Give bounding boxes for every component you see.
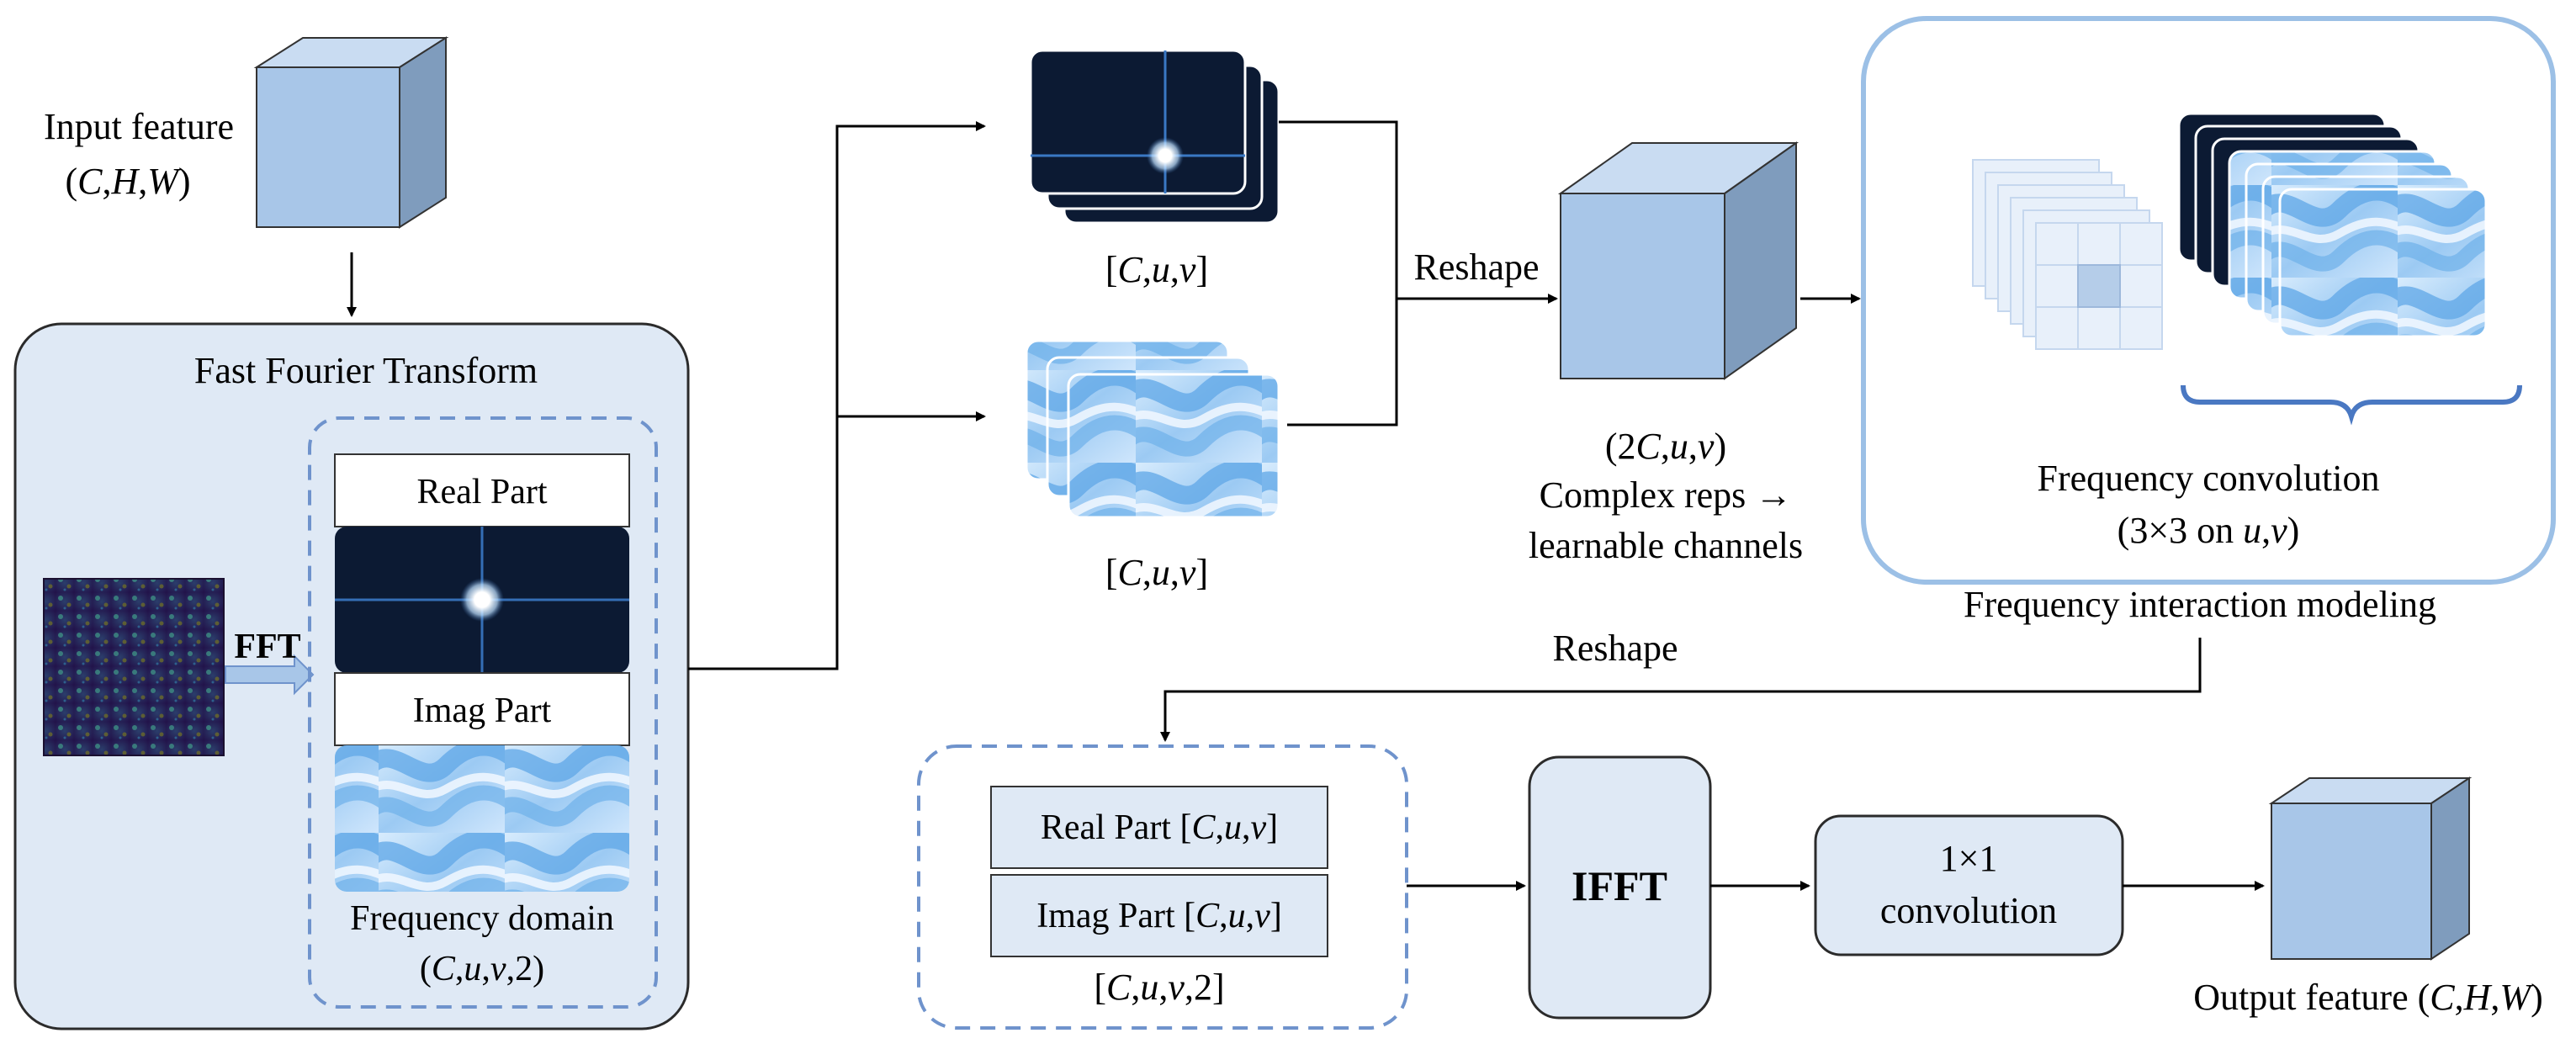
freq-conv-title: Frequency convolution	[2038, 458, 2380, 499]
kernel-grid-stack	[1972, 159, 2163, 350]
ifft-label: IFFT	[1572, 862, 1667, 909]
fft-arrow	[225, 654, 315, 696]
imag-wave-stack	[1025, 339, 1280, 519]
output-feature-label: Output feature (C,H,W)	[2193, 977, 2542, 1018]
merge-line-top	[1279, 120, 1398, 299]
merge-line-bottom	[1287, 299, 1398, 426]
reshape-label-1: Reshape	[1413, 246, 1539, 288]
output-imag-part-label: Imag Part [C,u,v]	[1036, 897, 1282, 935]
real-part-label: Real Part	[416, 473, 547, 511]
output-real-part-box	[990, 786, 1328, 869]
frequency-domain-dims: (C,u,v,2)	[420, 950, 544, 988]
mid-cube-line3: learnable channels	[1529, 525, 1803, 566]
real-spectrum-stack	[1029, 49, 1280, 225]
arrow-reshape-back	[1160, 638, 2202, 742]
frequency-domain-label: Frequency domain	[350, 899, 614, 938]
freq-conv-dims: (3×3 on u,v)	[2118, 510, 2300, 551]
brace-icon	[2181, 384, 2522, 426]
output-parts-dims: [C,u,v,2]	[1094, 967, 1224, 1008]
real-part-spectrum	[335, 527, 629, 673]
fft-panel-title: Fast Fourier Transform	[194, 350, 538, 391]
output-cube	[2268, 776, 2473, 961]
freq-map-stack	[2177, 112, 2488, 338]
imag-part-waves	[335, 745, 629, 892]
input-cube	[253, 36, 449, 229]
ifft-box	[1528, 755, 1712, 1020]
arrow-to-real-branch	[688, 121, 986, 670]
output-real-part-label: Real Part [C,u,v]	[1041, 808, 1278, 847]
mid-cube-line2: Complex reps →	[1540, 474, 1793, 516]
mid-cube-dims: (2C,u,v)	[1605, 426, 1726, 467]
imag-part-label: Imag Part	[413, 691, 552, 730]
input-feature-dims: (C,H,W)	[65, 161, 190, 202]
output-imag-part-box	[990, 874, 1328, 957]
fft-label: FFT	[234, 628, 300, 666]
conv1x1-line1: 1×1	[1940, 838, 1998, 879]
conv1x1-box	[1814, 814, 2124, 956]
feature-map-image	[43, 578, 225, 756]
conv1x1-line2: convolution	[1880, 890, 2057, 931]
mid-cube	[1557, 141, 1799, 380]
input-feature-title: Input feature	[44, 106, 234, 147]
real-branch-dims: [C,u,v]	[1105, 249, 1208, 290]
freq-interaction-caption: Frequency interaction modeling	[1964, 584, 2436, 625]
reshape-label-2: Reshape	[1552, 628, 1678, 669]
real-part-label-box	[334, 453, 630, 527]
output-parts-box	[917, 744, 1408, 1030]
imag-branch-dims: [C,u,v]	[1105, 552, 1208, 593]
